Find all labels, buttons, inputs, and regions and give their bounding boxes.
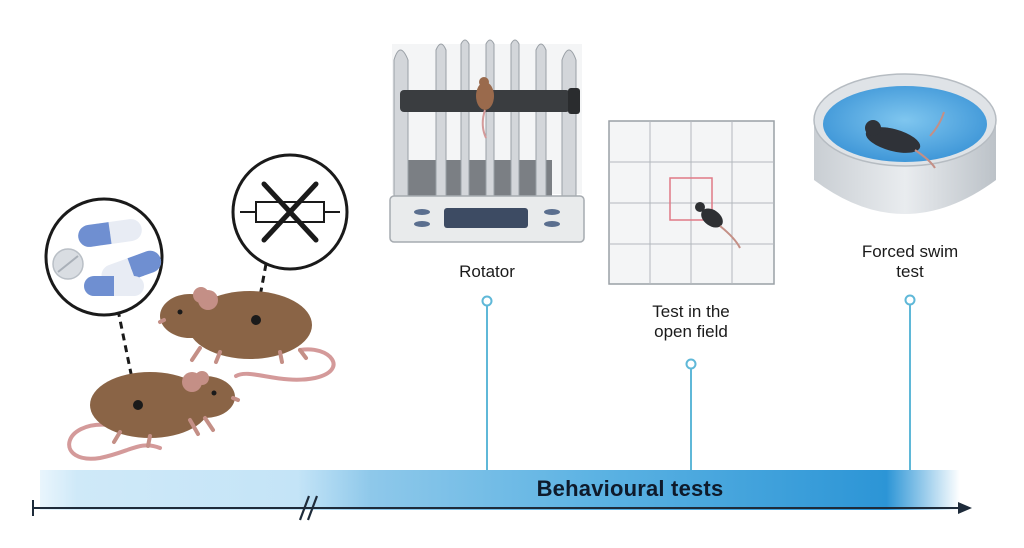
forced-swim-label-line2: test xyxy=(896,262,924,281)
rotarod-apparatus-icon xyxy=(389,39,585,243)
rotator-connector xyxy=(481,295,493,470)
mouse-icon xyxy=(158,287,336,382)
forced-swim-label-line1: Forced swim xyxy=(861,242,959,261)
behavioural-tests-label: Behavioural tests xyxy=(536,476,724,501)
open-field-label-line1: Test in the xyxy=(652,302,730,321)
rotator-label: Rotator xyxy=(459,262,515,281)
open-field-connector xyxy=(685,358,697,470)
open-field-label-line2: open field xyxy=(654,322,728,341)
open-field-label: Test in the open field xyxy=(621,302,761,342)
mouse-icon xyxy=(67,371,240,461)
forced-swim-label: Forced swim test xyxy=(840,242,980,282)
open-field-arena-icon xyxy=(608,120,775,285)
swim-tank-icon xyxy=(813,73,997,214)
behavioural-tests-band xyxy=(40,470,960,510)
crossed-out-resistor-icon xyxy=(231,153,349,319)
axis-break-mark xyxy=(298,495,319,521)
time-axis xyxy=(32,495,972,521)
pills-icon xyxy=(44,197,164,399)
swim-connector xyxy=(904,294,916,470)
